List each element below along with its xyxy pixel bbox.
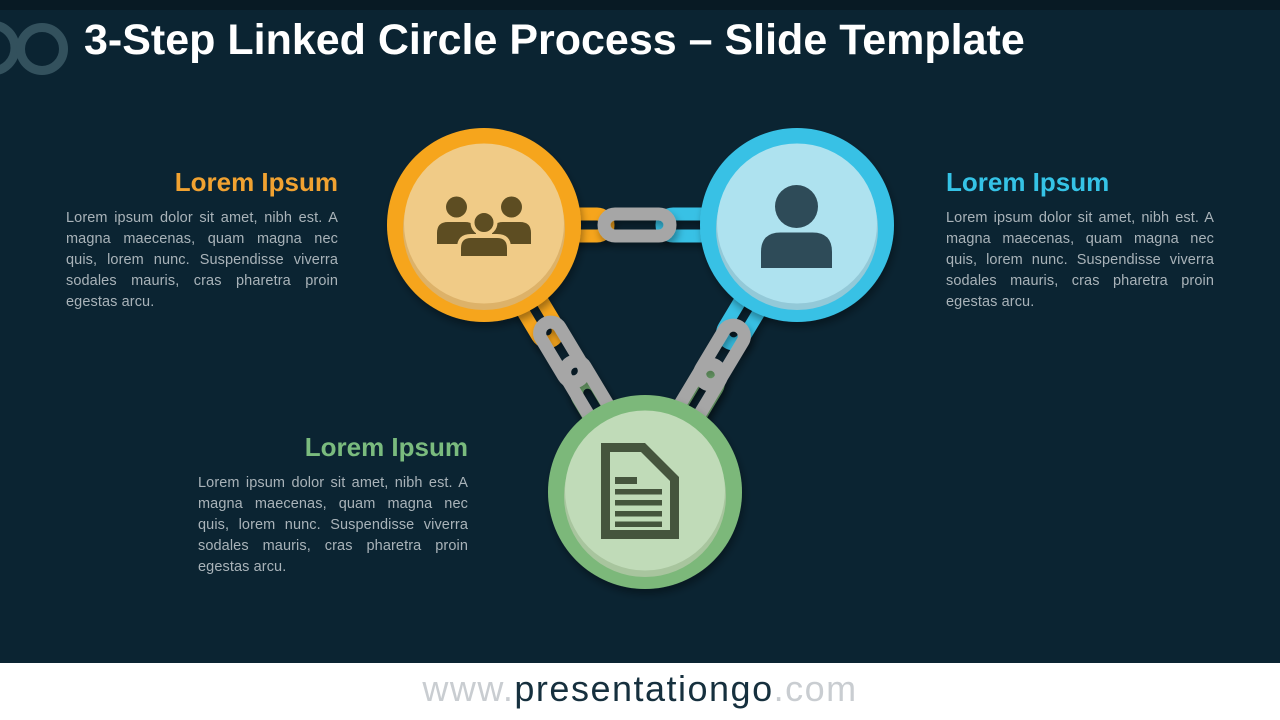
step-1-body: Lorem ipsum dolor sit amet, nibh est. A … — [66, 210, 338, 310]
document-icon-line-2 — [615, 500, 662, 506]
step-1-text-block: Lorem Ipsum Lorem ipsum dolor sit amet, … — [66, 166, 338, 313]
step-3-circle — [548, 395, 742, 589]
user-icon-body — [761, 232, 832, 268]
document-icon-line-1 — [615, 489, 662, 495]
logo-link-left — [0, 21, 20, 75]
step-1-circle — [387, 128, 581, 322]
document-icon-outline — [601, 443, 679, 539]
step-3-heading: Lorem Ipsum — [304, 432, 468, 462]
users-group-icon — [437, 196, 531, 260]
step-2-text-block: Lorem Ipsum Lorem ipsum dolor sit amet, … — [946, 166, 1214, 313]
slide-title: 3-Step Linked Circle Process – Slide Tem… — [84, 16, 1025, 64]
document-icon — [601, 443, 679, 539]
step-3-text-block: Lorem Ipsum Lorem ipsum dolor sit amet, … — [198, 431, 468, 578]
chain-link-left-1 — [533, 315, 591, 389]
step-2-body: Lorem ipsum dolor sit amet, nibh est. A … — [946, 210, 1214, 310]
chain-links — [533, 207, 751, 431]
users-icon-body-front — [457, 234, 511, 260]
document-icon-line-4 — [615, 521, 662, 527]
step-2-circle — [700, 128, 894, 322]
user-icon-head — [775, 185, 818, 228]
footer-url-prefix: www. — [422, 667, 515, 709]
step-3-body: Lorem ipsum dolor sit amet, nibh est. A … — [198, 475, 468, 575]
users-icon-head-front — [470, 209, 498, 236]
step-2-heading: Lorem Ipsum — [946, 167, 1110, 197]
footer-url: www.presentationgo.com — [422, 668, 857, 710]
document-icon-line-3 — [615, 511, 662, 517]
logo-link-o — [16, 23, 68, 75]
chain-link-right-1 — [693, 318, 751, 392]
top-bar — [0, 0, 1280, 10]
step-1-heading: Lorem Ipsum — [174, 167, 338, 197]
presentationgo-logo-icon — [0, 21, 68, 75]
user-icon — [761, 185, 832, 268]
document-icon-line-short — [615, 477, 637, 484]
chain-link-top — [597, 207, 677, 243]
footer-url-brand: presentationgo — [514, 667, 774, 709]
users-icon-head-left — [446, 196, 467, 218]
footer-url-suffix: .com — [773, 667, 858, 709]
footer-bar: www.presentationgo.com — [0, 663, 1280, 720]
users-icon-head-right — [501, 196, 522, 218]
linked-circles-diagram — [387, 128, 894, 589]
